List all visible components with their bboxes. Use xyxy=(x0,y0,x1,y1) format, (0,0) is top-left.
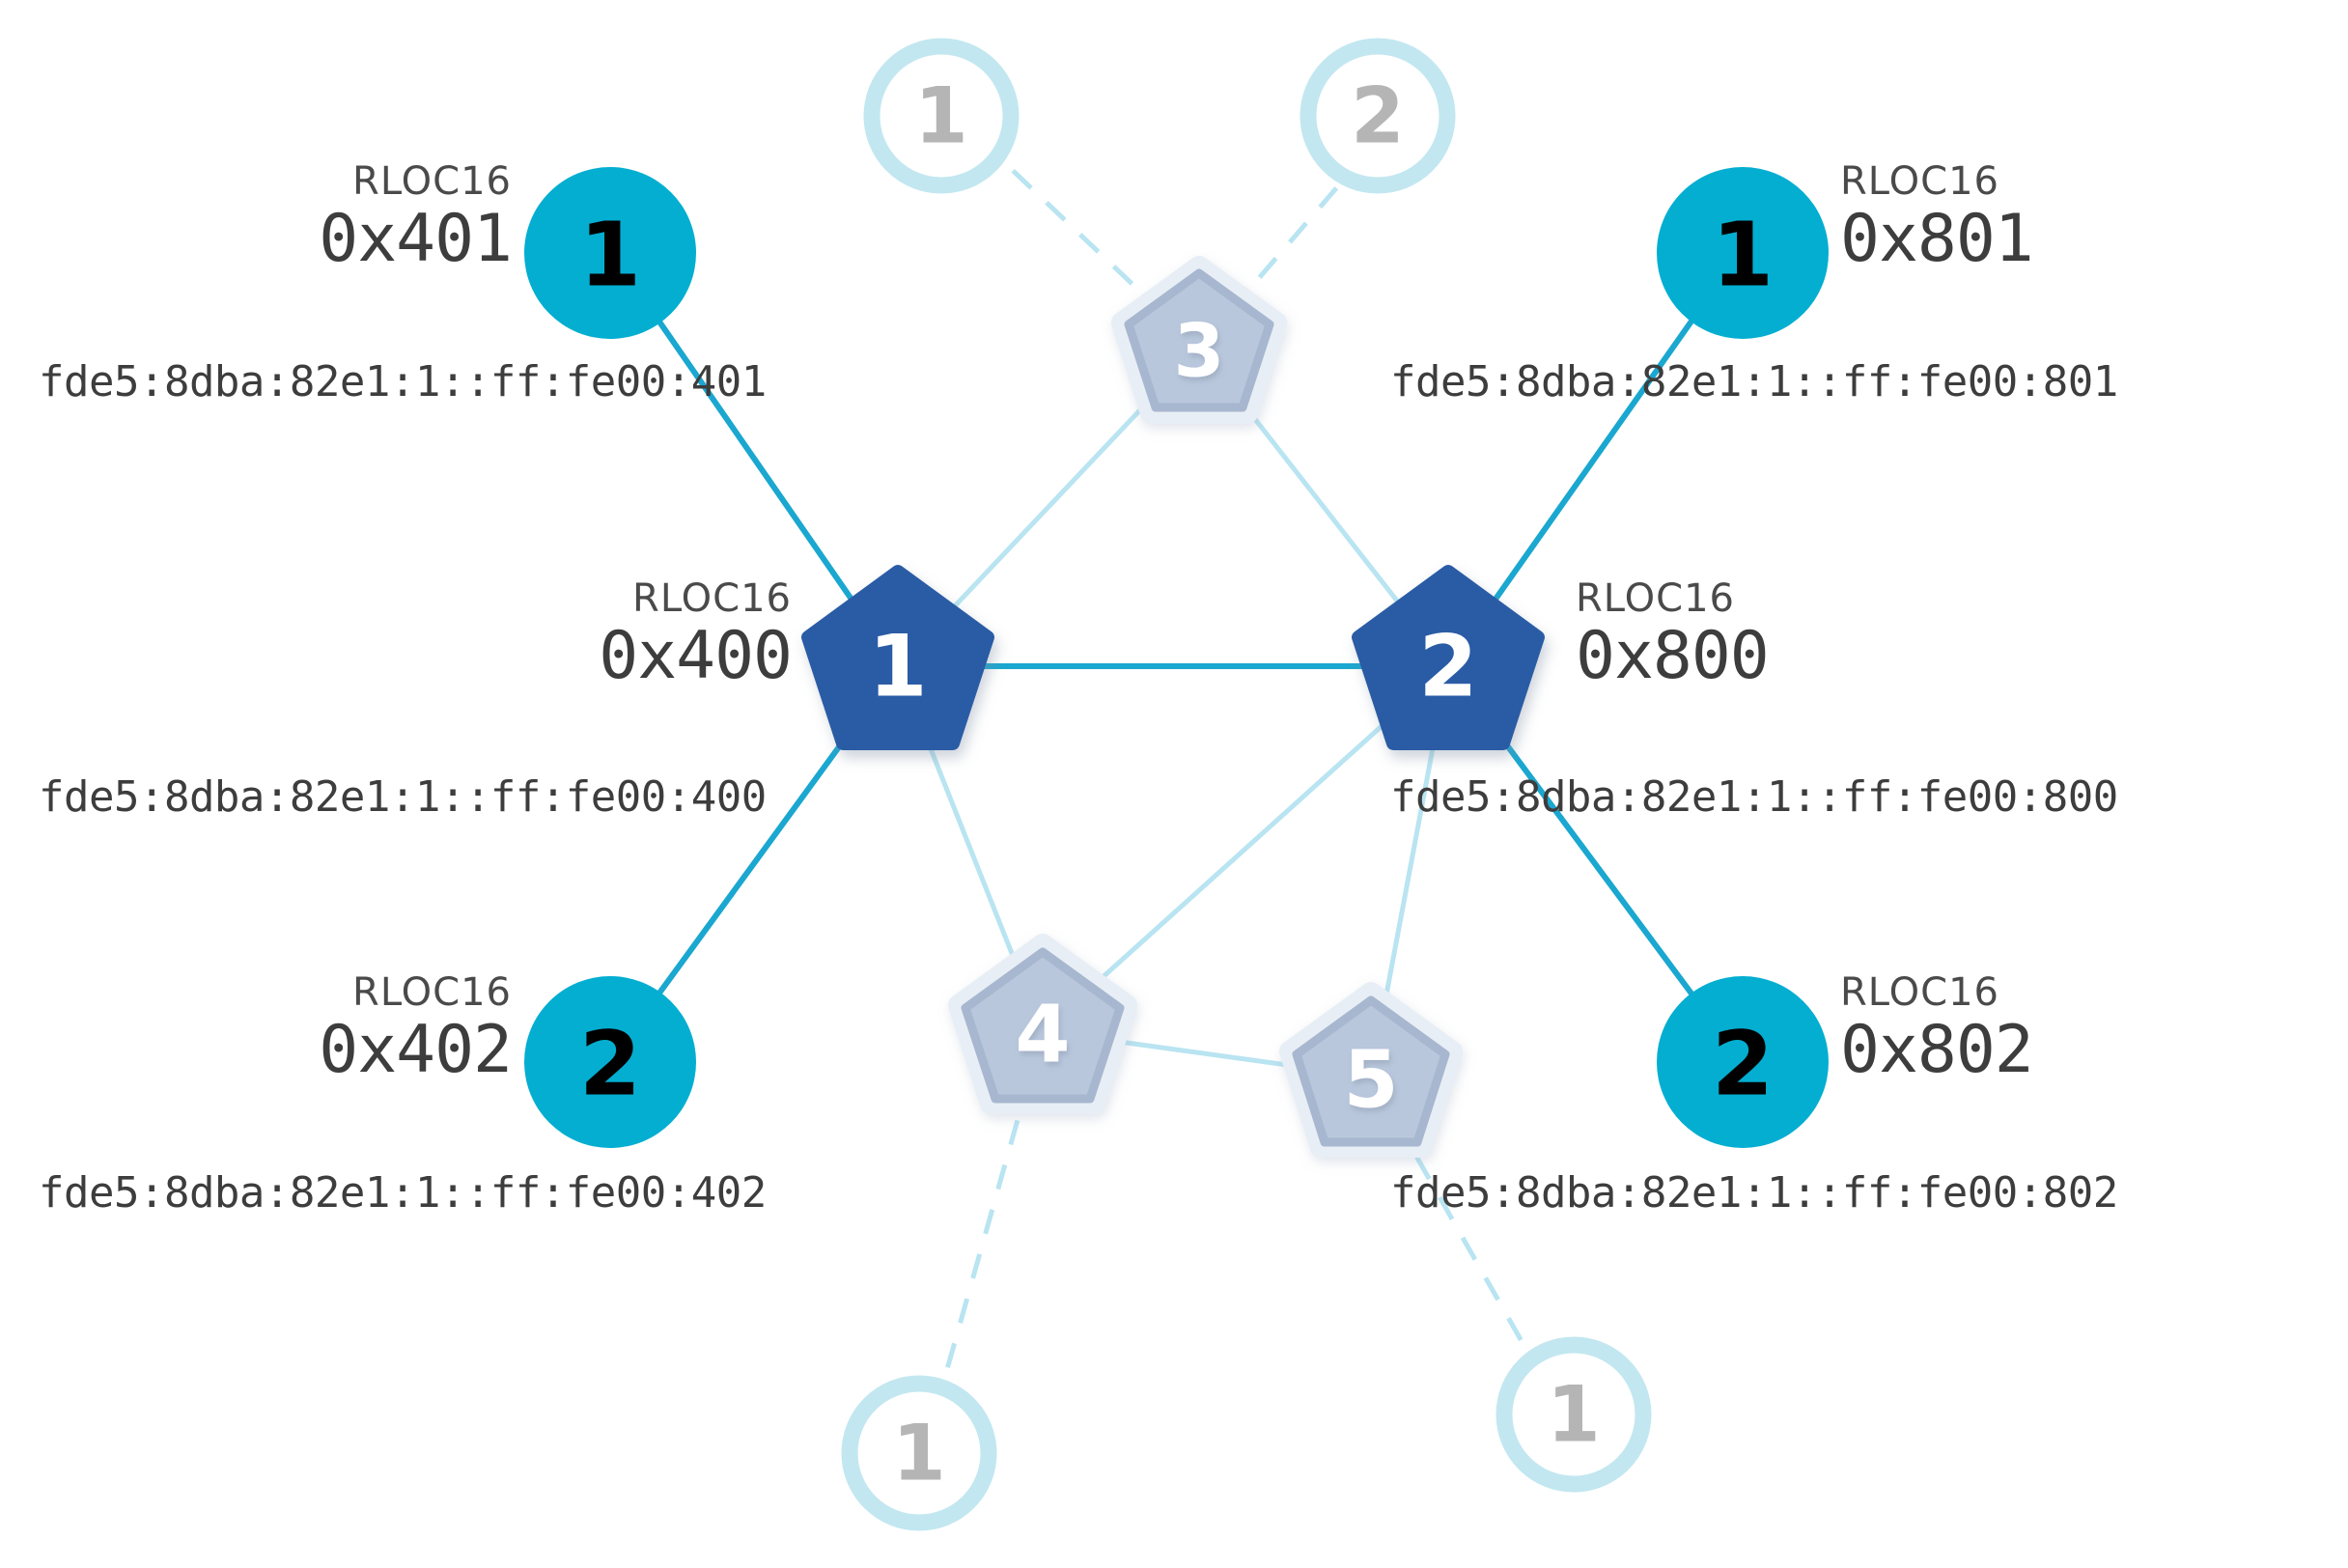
rloc16-caption-0x800: RLOC16 xyxy=(1576,576,1735,621)
link-router2-child4 xyxy=(1041,664,1450,1033)
router-group: 1 2 xyxy=(801,565,1545,750)
ipv6-address-0x800: fde5:8dba:82e1:1::ff:fe00:800 xyxy=(1390,772,2118,822)
child-node-5[interactable]: 5 xyxy=(1279,982,1463,1158)
end-device-0x802[interactable]: 2 xyxy=(1657,976,1829,1148)
ghost-node-bottom-1[interactable]: 1 xyxy=(841,1375,997,1531)
ipv6-address-0x400: fde5:8dba:82e1:1::ff:fe00:400 xyxy=(39,772,767,822)
label-block-0x802: RLOC16 0x802 xyxy=(1840,973,2284,1083)
child-node-4[interactable]: 4 xyxy=(948,934,1137,1114)
router-0x400-shape xyxy=(801,565,994,750)
ipv6-address-0x802: fde5:8dba:82e1:1::ff:fe00:802 xyxy=(1390,1168,2118,1218)
label-block-0x801: RLOC16 0x801 xyxy=(1840,162,2284,272)
device-0x401-shape xyxy=(524,167,696,339)
rloc16-caption-0x401: RLOC16 xyxy=(352,159,512,204)
label-block-0x400: RLOC16 0x400 xyxy=(377,576,793,694)
rloc16-caption-0x801: RLOC16 xyxy=(1840,159,1999,204)
end-device-0x402[interactable]: 2 xyxy=(524,976,696,1148)
rloc16-value-0x400: 0x400 xyxy=(599,618,793,694)
end-device-0x401[interactable]: 1 xyxy=(524,167,696,339)
child-3-shape xyxy=(1124,268,1274,412)
rloc16-value-0x402: 0x402 xyxy=(319,1012,513,1088)
rloc16-caption-0x402: RLOC16 xyxy=(352,970,512,1015)
rloc16-value-0x800: 0x800 xyxy=(1576,618,1770,694)
end-device-0x801[interactable]: 1 xyxy=(1657,167,1829,339)
ghost-node-top-2[interactable]: 2 xyxy=(1300,38,1456,194)
router-node-0x800[interactable]: 2 xyxy=(1352,565,1545,750)
child-4-shape xyxy=(961,947,1125,1104)
label-block-0x402: RLOC16 0x402 xyxy=(106,970,513,1088)
ipv6-address-0x401: fde5:8dba:82e1:1::ff:fe00:401 xyxy=(39,357,767,406)
ghost-node-top-1[interactable]: 1 xyxy=(863,38,1020,194)
rloc16-value-0x802: 0x802 xyxy=(1840,1012,2034,1088)
rloc16-value-0x401: 0x401 xyxy=(319,201,513,277)
child-node-3[interactable]: 3 xyxy=(1111,256,1287,424)
rloc16-caption-0x802: RLOC16 xyxy=(1840,970,1999,1015)
label-block-0x800: RLOC16 0x800 xyxy=(1576,579,2020,689)
ghost-node-bottom-2[interactable]: 1 xyxy=(1495,1336,1652,1493)
device-0x802-shape xyxy=(1657,976,1829,1148)
child-5-shape xyxy=(1292,995,1450,1147)
ipv6-address-0x402: fde5:8dba:82e1:1::ff:fe00:402 xyxy=(39,1168,767,1218)
rloc16-caption-0x400: RLOC16 xyxy=(632,576,792,621)
label-block-0x401: RLOC16 0x401 xyxy=(106,159,513,277)
ipv6-address-0x801: fde5:8dba:82e1:1::ff:fe00:801 xyxy=(1390,357,2118,406)
device-0x801-shape xyxy=(1657,167,1829,339)
router-0x800-shape xyxy=(1352,565,1545,750)
device-0x402-shape xyxy=(524,976,696,1148)
rloc16-value-0x801: 0x801 xyxy=(1840,201,2034,277)
faint-link-group xyxy=(895,346,1451,1079)
